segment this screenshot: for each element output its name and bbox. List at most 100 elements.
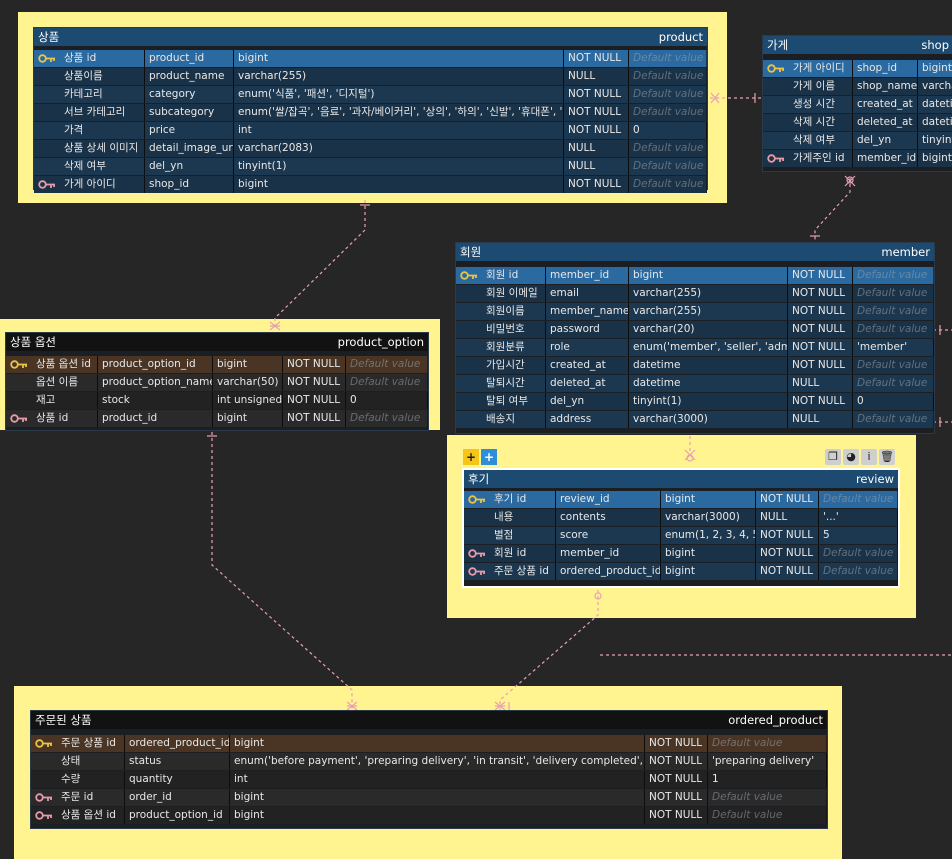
cell-label[interactable]: 생성 시간 (789, 96, 853, 113)
cell-field[interactable]: deleted_at (546, 375, 629, 392)
cell-field[interactable]: shop_name (853, 78, 918, 95)
cell-field[interactable]: product_id (145, 50, 234, 67)
cell-type[interactable]: int unsigned (213, 392, 283, 409)
cell-nullable[interactable]: NOT NULL (645, 771, 708, 788)
cell-label[interactable]: 상태 (57, 753, 125, 770)
cell-label[interactable]: 카테고리 (60, 86, 145, 103)
cell-type[interactable]: enum(1, 2, 3, 4, 5) (661, 527, 756, 544)
cell-field[interactable]: del_yn (546, 393, 629, 410)
cell-field[interactable]: member_name (546, 303, 629, 320)
cell-type[interactable]: int (234, 122, 564, 139)
cell-label[interactable]: 내용 (490, 509, 556, 526)
cell-label[interactable]: 탈퇴시간 (482, 375, 546, 392)
cell-label[interactable]: 서브 카테고리 (60, 104, 145, 121)
cell-field[interactable]: order_id (125, 789, 230, 806)
cell-nullable[interactable]: NULL (788, 411, 853, 428)
cell-label[interactable]: 후기 id (490, 491, 556, 508)
cell-field[interactable]: detail_image_url (145, 140, 234, 157)
cell-default[interactable]: Default value (629, 158, 707, 175)
cell-label[interactable]: 회원 id (490, 545, 556, 562)
cell-label[interactable]: 회원 이메일 (482, 285, 546, 302)
cell-default[interactable]: 5 (819, 527, 898, 544)
cell-field[interactable]: password (546, 321, 629, 338)
cell-nullable[interactable]: NOT NULL (788, 303, 853, 320)
cell-default[interactable]: Default value (819, 491, 898, 508)
cell-default[interactable]: 0 (629, 122, 707, 139)
cell-default[interactable]: Default value (708, 735, 827, 752)
cell-default[interactable]: Default value (853, 267, 934, 284)
cell-label[interactable]: 상품 옵션 id (57, 807, 125, 824)
cell-default[interactable]: Default value (853, 357, 934, 374)
cell-field[interactable]: del_yn (145, 158, 234, 175)
cell-type[interactable]: int (230, 771, 645, 788)
cell-nullable[interactable]: NOT NULL (283, 410, 346, 427)
cell-default[interactable]: Default value (853, 411, 934, 428)
cell-label[interactable]: 상품 id (32, 410, 98, 427)
cell-type[interactable]: enum('쌀/잡곡', '음료', '과자/베이커리', '상의', '하의'… (234, 104, 564, 121)
cell-label[interactable]: 비밀번호 (482, 321, 546, 338)
cell-default[interactable]: Default value (819, 545, 898, 562)
cell-field[interactable]: review_id (556, 491, 661, 508)
cell-type[interactable]: bigint (918, 60, 952, 77)
cell-label[interactable]: 별점 (490, 527, 556, 544)
cell-field[interactable]: product_option_name (98, 374, 213, 391)
cell-default[interactable]: 'member' (853, 339, 934, 356)
cell-nullable[interactable]: NOT NULL (645, 735, 708, 752)
cell-field[interactable]: product_option_id (125, 807, 230, 824)
cell-nullable[interactable]: NOT NULL (788, 267, 853, 284)
cell-field[interactable]: role (546, 339, 629, 356)
copy-icon[interactable]: ❐ (825, 449, 841, 465)
add-column-button[interactable]: + (463, 449, 479, 465)
cell-nullable[interactable]: NOT NULL (756, 527, 819, 544)
cell-type[interactable]: bigint (230, 807, 645, 824)
cell-type[interactable]: datetime (629, 357, 788, 374)
cell-label[interactable]: 상품 id (60, 50, 145, 67)
cell-nullable[interactable]: NOT NULL (283, 356, 346, 373)
cell-type[interactable]: bigint (230, 735, 645, 752)
cell-label[interactable]: 삭제 여부 (60, 158, 145, 175)
cell-nullable[interactable]: NOT NULL (564, 50, 629, 67)
cell-type[interactable]: varchar(255) (629, 285, 788, 302)
cell-nullable[interactable]: NOT NULL (756, 545, 819, 562)
cell-nullable[interactable]: NOT NULL (645, 807, 708, 824)
cell-nullable[interactable]: NOT NULL (564, 122, 629, 139)
palette-icon[interactable]: ◕ (843, 449, 859, 465)
cell-default[interactable]: Default value (853, 285, 934, 302)
cell-label[interactable]: 주문 id (57, 789, 125, 806)
cell-default[interactable]: 'preparing delivery' (708, 753, 827, 770)
cell-type[interactable]: varchar(3000) (661, 509, 756, 526)
cell-type[interactable]: bigint (918, 150, 952, 167)
cell-type[interactable]: datetim (918, 114, 952, 131)
cell-type[interactable]: varchar(2083) (234, 140, 564, 157)
cell-default[interactable]: Default value (629, 104, 707, 121)
cell-default[interactable]: Default value (853, 303, 934, 320)
cell-nullable[interactable]: NOT NULL (756, 563, 819, 580)
cell-default[interactable]: Default value (629, 140, 707, 157)
cell-type[interactable]: varchar(50) (213, 374, 283, 391)
cell-default[interactable]: Default value (629, 176, 707, 193)
cell-type[interactable]: tinyint(1) (629, 393, 788, 410)
cell-type[interactable]: bigint (661, 563, 756, 580)
cell-label[interactable]: 재고 (32, 392, 98, 409)
